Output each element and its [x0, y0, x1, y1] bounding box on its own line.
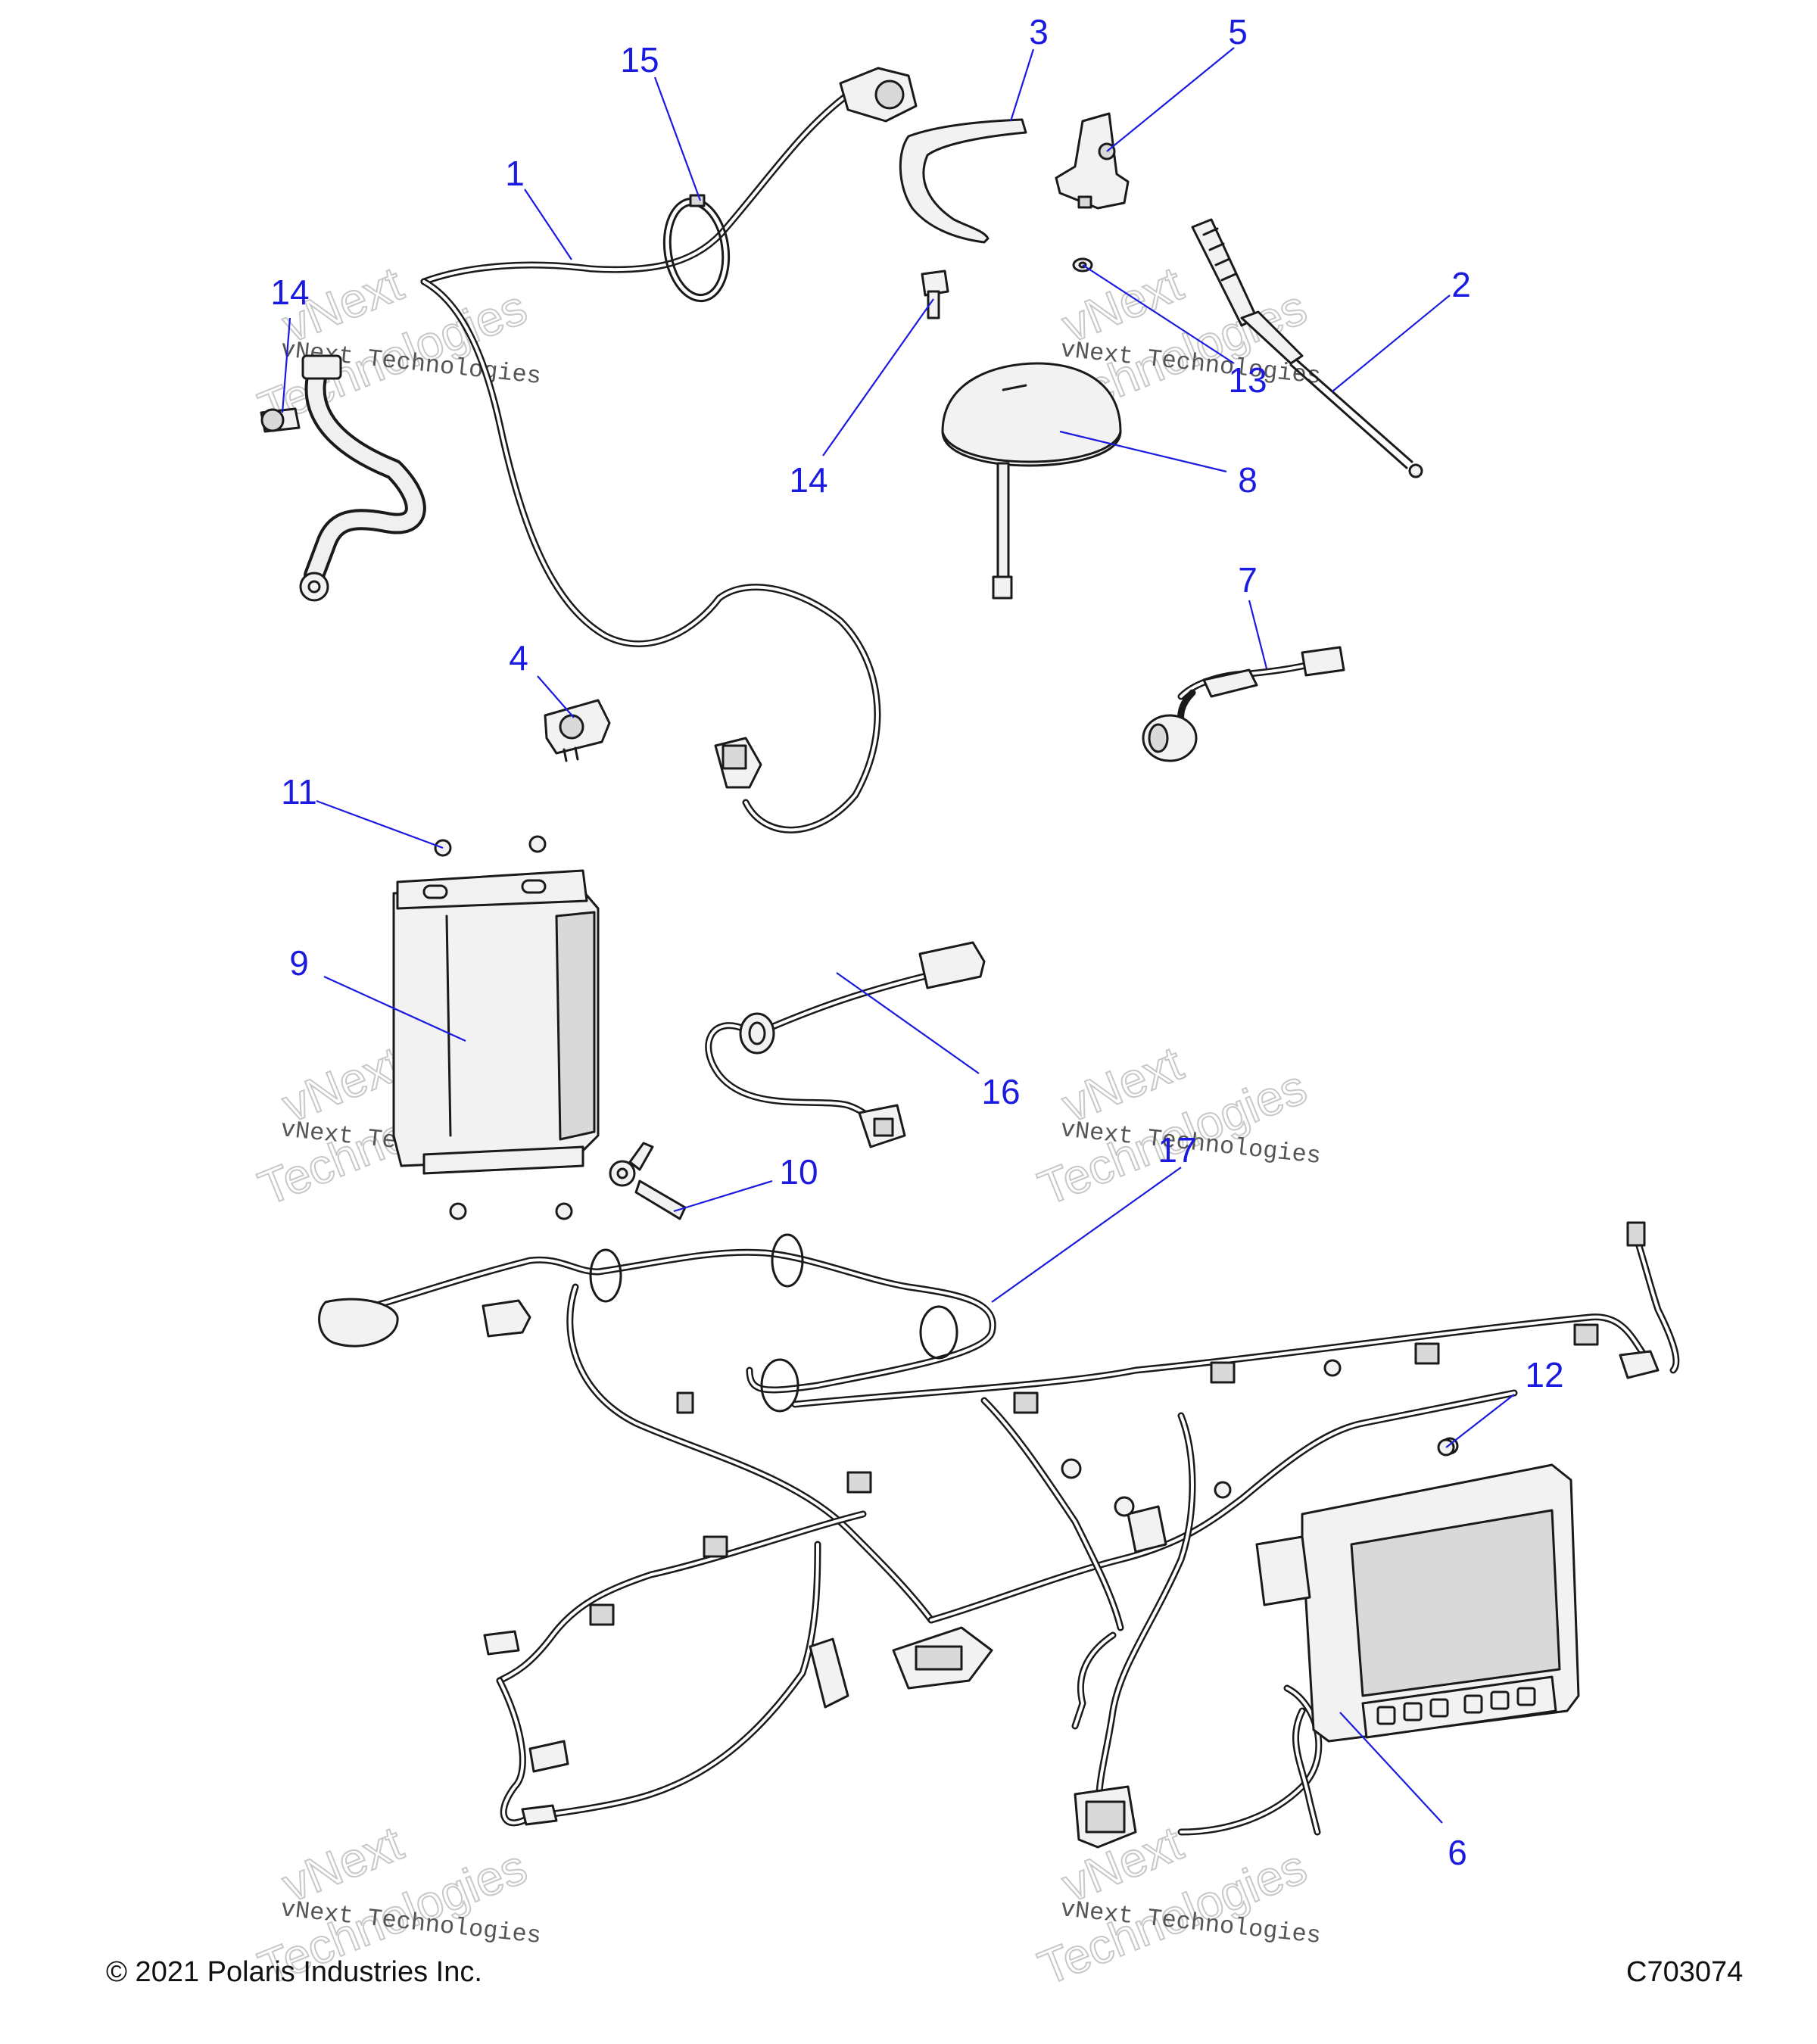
leader-12: [1445, 1394, 1515, 1448]
leader-8: [1059, 430, 1227, 473]
leaders: [281, 47, 1515, 1824]
part-bracket: [899, 118, 1027, 244]
part-harness-16: [705, 941, 986, 1148]
part-ring-terminal: [609, 1142, 687, 1220]
leader-5: [1106, 47, 1235, 152]
callout-7: 7: [1238, 560, 1258, 600]
part-display: [1255, 1463, 1580, 1743]
diagram-id: C703074: [1626, 1956, 1744, 1988]
callout-10: 10: [779, 1152, 818, 1192]
callout-15: 15: [620, 40, 659, 79]
callout-14-left: 14: [270, 273, 309, 312]
leader-7: [1248, 600, 1268, 669]
part-puck-antenna: [941, 362, 1122, 600]
callout-17: 17: [1158, 1130, 1196, 1170]
callout-4: 4: [509, 638, 528, 678]
callout-3: 3: [1029, 12, 1049, 51]
part-connector-clip: [544, 699, 611, 762]
leader-6: [1339, 1712, 1443, 1824]
copyright-text: © 2021 Polaris Industries Inc.: [106, 1956, 482, 1988]
watermark: vNext Technologies vNext Technologies: [1030, 1035, 1323, 1217]
callout-5: 5: [1228, 12, 1248, 51]
part-screws: [434, 835, 573, 1220]
leader-13: [1082, 264, 1235, 364]
leader-2: [1332, 294, 1451, 392]
leader-1: [524, 189, 572, 260]
leader-16: [836, 972, 980, 1074]
part-ground-strap: [260, 354, 426, 602]
callout-11: 11: [281, 772, 317, 812]
leader-14b: [822, 298, 934, 456]
callout-12: 12: [1525, 1355, 1563, 1394]
callout-13: 13: [1228, 360, 1267, 400]
callout-14-center: 14: [789, 460, 827, 500]
part-antenna-mount: [1055, 112, 1130, 210]
watermark: vNext Technologies vNext Technologies: [1030, 1815, 1323, 1996]
leader-3: [1009, 48, 1035, 122]
part-main-harness: [318, 1221, 1680, 1849]
callout-6: 6: [1448, 1833, 1467, 1872]
part-sensor: [1142, 646, 1345, 762]
leader-15: [653, 76, 702, 201]
callout-1: 1: [505, 154, 525, 193]
callout-8: 8: [1238, 460, 1258, 500]
part-bolt: [921, 270, 949, 319]
leader-17: [991, 1167, 1182, 1303]
leader-10: [673, 1179, 773, 1213]
leader-4: [537, 675, 575, 718]
callout-2: 2: [1451, 265, 1471, 304]
leader-9: [323, 975, 466, 1042]
callout-16: 16: [981, 1072, 1020, 1111]
part-cable-tie: [662, 194, 731, 303]
callout-9: 9: [289, 943, 309, 983]
leader-11: [316, 799, 444, 849]
part-antenna-cable: [420, 67, 918, 833]
callouts: 1 2 3 4 5 6 7 8 9 10 11 12 13 14 14 15 1…: [270, 12, 1563, 1872]
part-whip-antenna: [1191, 218, 1423, 478]
part-control-module: [392, 869, 600, 1175]
leader-14a: [281, 317, 291, 413]
